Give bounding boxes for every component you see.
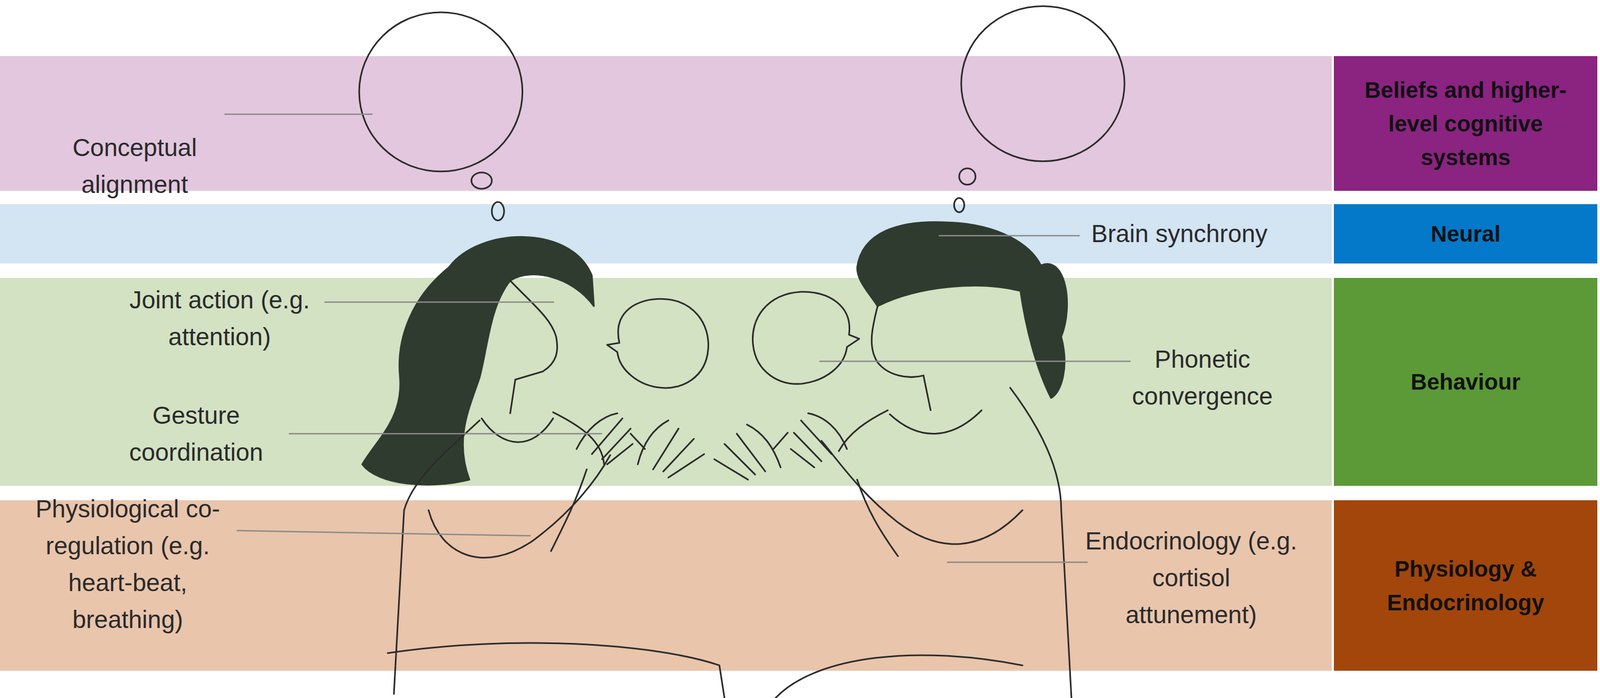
synchrony-label: Gesture coordination xyxy=(105,397,287,471)
level-band: Conceptual alignment xyxy=(0,56,1332,191)
synchrony-label: Brain synchrony xyxy=(1091,215,1268,253)
level-band: Brain synchrony xyxy=(0,204,1332,264)
level-band: Physiological co-regulation (e.g. heart-… xyxy=(0,500,1332,671)
level-box: Behaviour xyxy=(1333,277,1598,486)
synchrony-label: Phonetic convergence xyxy=(1106,340,1299,415)
level-box: Physiology & Endocrinology xyxy=(1333,500,1598,671)
synchrony-label: Joint action (e.g. attention) xyxy=(123,281,316,356)
synchrony-label: Physiological co-regulation (e.g. heart-… xyxy=(26,490,230,639)
synchrony-label: Conceptual alignment xyxy=(54,129,215,204)
level-box: Beliefs and higher-level cognitive syste… xyxy=(1333,56,1598,191)
level-box: Neural xyxy=(1333,204,1598,264)
level-title: Physiology & Endocrinology xyxy=(1358,552,1573,620)
level-title: Neural xyxy=(1358,216,1573,251)
level-title: Beliefs and higher-level cognitive syste… xyxy=(1358,73,1573,175)
synchrony-label: Endocrinology (e.g. cortisol attunement) xyxy=(1084,522,1299,634)
level-band: Joint action (e.g. attention) Gesture coo… xyxy=(0,277,1332,486)
level-title: Behaviour xyxy=(1358,364,1573,399)
